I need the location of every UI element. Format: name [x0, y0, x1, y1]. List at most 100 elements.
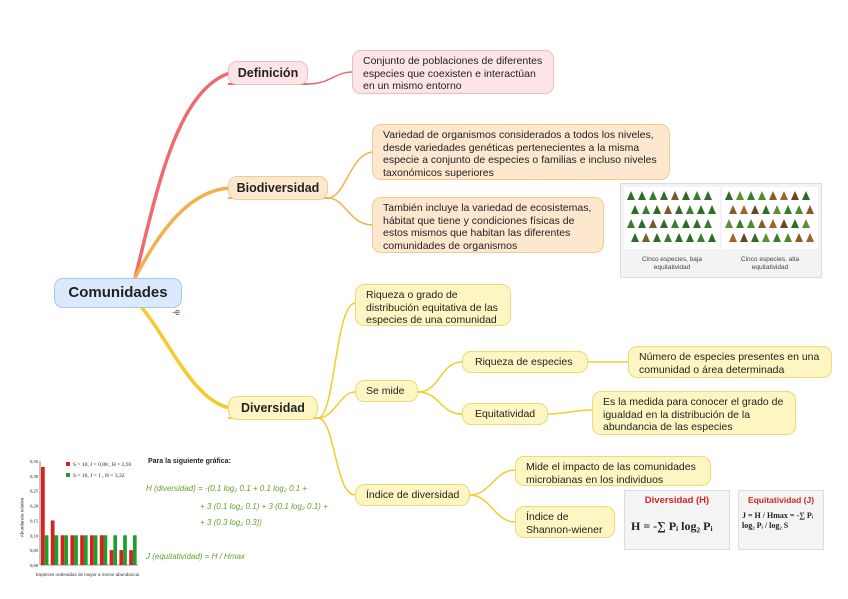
forest-tree-low	[638, 191, 646, 200]
forest-tree-high	[736, 219, 744, 228]
forest-tree-high	[729, 233, 737, 242]
abundance-y-tick: 0,20	[30, 504, 39, 510]
abundance-chart-svg: 0,350,300,250,200,150,100,050,00	[30, 459, 138, 569]
shannon-label: Índice de Shannon-wiener	[526, 511, 603, 536]
forest-tree-low	[671, 219, 679, 228]
forest-tree-high	[740, 233, 748, 242]
forest-tree-high	[802, 191, 810, 200]
diversidad-text[interactable]: Riqueza o grado de distribución equitati…	[355, 284, 511, 326]
forest-tree-low	[642, 205, 650, 214]
forest-tree-low	[649, 191, 657, 200]
abundance-y-tick: 0,25	[30, 489, 39, 495]
branch-biodiversidad-label: Biodiversidad	[236, 180, 320, 195]
forest-tree-low	[631, 233, 639, 242]
forest-tree-low	[682, 191, 690, 200]
formula-equitatividad-expr: J = H / Hmax = -∑ Pᵢ log₂ Pᵢ / log₂ S	[742, 511, 814, 530]
abundance-y-tick: 0,00	[30, 563, 39, 569]
equitatividad-text[interactable]: Es la medida para conocer el grado de ig…	[592, 391, 796, 435]
central-topic-label: Comunidades	[68, 283, 168, 301]
forest-trees-illustration	[624, 187, 818, 249]
forest-tree-low	[627, 191, 635, 200]
riqueza-text-content: Número de especies presentes en una comu…	[639, 351, 820, 376]
abundance-bar-red	[41, 466, 45, 565]
forest-tree-low	[664, 233, 672, 242]
forest-tree-low	[675, 233, 683, 242]
riqueza-text[interactable]: Número de especies presentes en una comu…	[628, 346, 832, 378]
forest-tree-high	[791, 191, 799, 200]
forest-tree-low	[686, 233, 694, 242]
abundance-bar-green	[54, 535, 59, 565]
handwritten-calculation: Para la siguiente gráfica: H (diversidad…	[146, 456, 328, 576]
branch-diversidad-label: Diversidad	[241, 400, 305, 415]
equitatividad-label: Equitatividad	[475, 407, 536, 420]
forest-tree-high	[784, 205, 792, 214]
equitatividad-node[interactable]: Equitatividad	[462, 403, 548, 425]
formula-equitatividad-title: Equitatividad (J)	[747, 495, 815, 505]
handwritten-line-3: + 3 (0.3 log₂ 0.3))	[200, 518, 262, 527]
branch-diversidad[interactable]: Diversidad	[228, 396, 318, 420]
forest-tree-low	[649, 219, 657, 228]
abundance-bar-green	[93, 535, 98, 565]
forest-tree-high	[740, 205, 748, 214]
branch-definicion-label: Definición	[237, 65, 299, 80]
abundance-y-tick: 0,30	[30, 474, 39, 480]
forest-tree-high	[791, 219, 799, 228]
branch-definicion[interactable]: Definición	[228, 61, 308, 85]
forest-tree-high	[758, 191, 766, 200]
abundance-x-label: Especies ordenadas de mayor a menor abun…	[36, 572, 140, 577]
forest-tree-low	[686, 205, 694, 214]
forest-tree-high	[729, 205, 737, 214]
forest-tree-low	[697, 233, 705, 242]
forest-tree-low	[642, 233, 650, 242]
central-topic[interactable]: Comunidades	[54, 278, 182, 308]
forest-tree-low	[653, 233, 661, 242]
equitatividad-text-content: Es la medida para conocer el grado de ig…	[603, 396, 784, 433]
abundance-bar-red	[90, 535, 94, 565]
handwritten-line-1: H (diversidad) = -(0.1 log₂ 0.1 + 0.1 lo…	[146, 484, 308, 493]
abundance-bar-green	[123, 535, 127, 565]
forest-tree-high	[762, 233, 770, 242]
forest-tree-high	[725, 219, 733, 228]
branch-biodiversidad[interactable]: Biodiversidad	[228, 176, 328, 200]
biodiversidad-text-1[interactable]: Variedad de organismos considerados a to…	[372, 124, 670, 180]
forest-tree-low	[693, 191, 701, 200]
abundance-y-tick: 0,15	[30, 518, 39, 524]
indice-diversidad-text[interactable]: Mide el impacto de las comunidades micro…	[515, 456, 711, 486]
abundance-bar-red	[50, 520, 55, 565]
legend-green: S = 10, J = 1 , H = 3,32	[66, 473, 124, 479]
forest-equitability-image: Cinco especies, baja equitatividad Cinco…	[620, 183, 822, 278]
se-mide-node[interactable]: Se mide	[355, 380, 418, 402]
forest-tree-high	[762, 205, 770, 214]
abundance-bar-red	[129, 550, 133, 565]
abundance-bar-green	[44, 535, 49, 565]
abundance-bar-green	[132, 535, 137, 565]
biodiversidad-text-2[interactable]: También incluye la variedad de ecosistem…	[372, 197, 604, 253]
handwritten-line-2: + 3 (0.1 log₂ 0.1) + 3 (0.1 log₂ 0.1) +	[200, 502, 328, 511]
indice-diversidad-label: Índice de diversidad	[366, 488, 460, 501]
forest-tree-low	[664, 205, 672, 214]
forest-tree-high	[806, 205, 814, 214]
shannon-node[interactable]: Índice de Shannon-wiener	[515, 506, 615, 538]
abundance-bar-red	[109, 550, 114, 565]
indice-diversidad-node[interactable]: Índice de diversidad	[355, 484, 470, 506]
indice-diversidad-text-content: Mide el impacto de las comunidades micro…	[526, 461, 696, 486]
abundance-bar-red	[80, 535, 84, 565]
forest-tree-low	[660, 219, 668, 228]
definicion-text[interactable]: Conjunto de poblaciones de diferentes es…	[352, 50, 554, 94]
forest-tree-high	[795, 205, 803, 214]
forest-tree-high	[773, 205, 781, 214]
handwritten-line-4: J (equitatividad) = H / Hmax	[146, 552, 245, 561]
riqueza-node[interactable]: Riqueza de especies	[462, 351, 588, 373]
forest-tree-high	[725, 191, 733, 200]
abundance-bar-green	[113, 535, 118, 565]
forest-tree-high	[751, 233, 759, 242]
abundance-bar-green	[103, 535, 108, 565]
central-topic-marker: -e	[172, 307, 181, 317]
forest-tree-low	[638, 219, 646, 228]
forest-tree-high	[751, 205, 759, 214]
forest-tree-high	[773, 233, 781, 242]
abundance-y-tick: 0,05	[30, 548, 39, 554]
handwritten-heading: Para la siguiente gráfica:	[148, 458, 231, 465]
forest-tree-high	[736, 191, 744, 200]
forest-tree-high	[795, 233, 803, 242]
